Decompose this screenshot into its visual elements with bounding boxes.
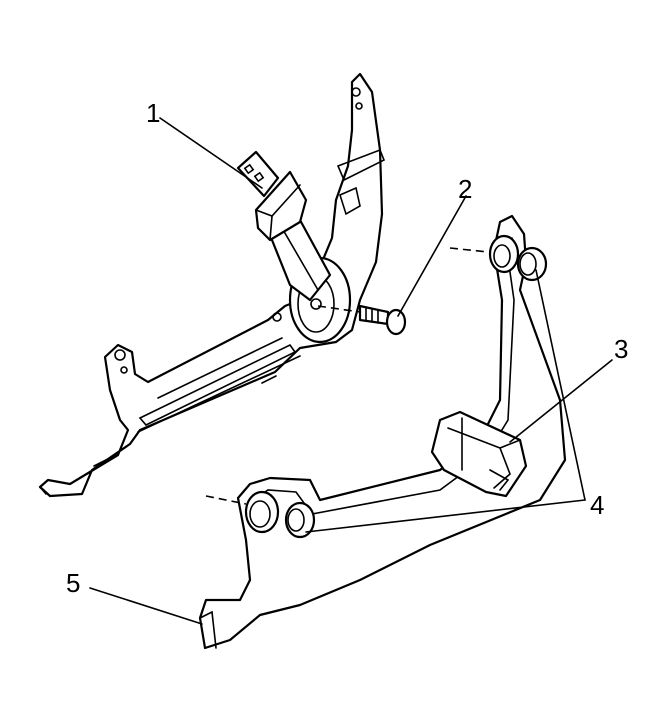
callout-2: 2 <box>458 174 472 204</box>
callout-5: 5 <box>66 568 80 598</box>
callout-3: 3 <box>614 334 628 364</box>
seat-frame-bracket <box>38 72 386 498</box>
callout-leaders <box>89 117 613 625</box>
seat-side-cover <box>198 214 567 650</box>
callout-4: 4 <box>590 490 604 520</box>
push-in-retainers <box>284 246 548 539</box>
seat-belt-buckle <box>236 150 332 302</box>
buckle-bezel <box>430 410 528 498</box>
mounting-bolt <box>317 304 407 336</box>
callout-1: 1 <box>146 98 160 128</box>
